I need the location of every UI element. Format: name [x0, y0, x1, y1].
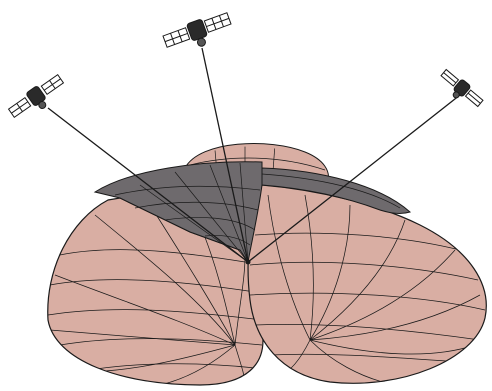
sphere-right [248, 185, 486, 385]
satellite-icon [162, 10, 235, 58]
intersection-point [246, 260, 251, 265]
satellite-right [436, 67, 485, 112]
satellite-top [162, 10, 235, 58]
satellite-icon [436, 67, 485, 112]
